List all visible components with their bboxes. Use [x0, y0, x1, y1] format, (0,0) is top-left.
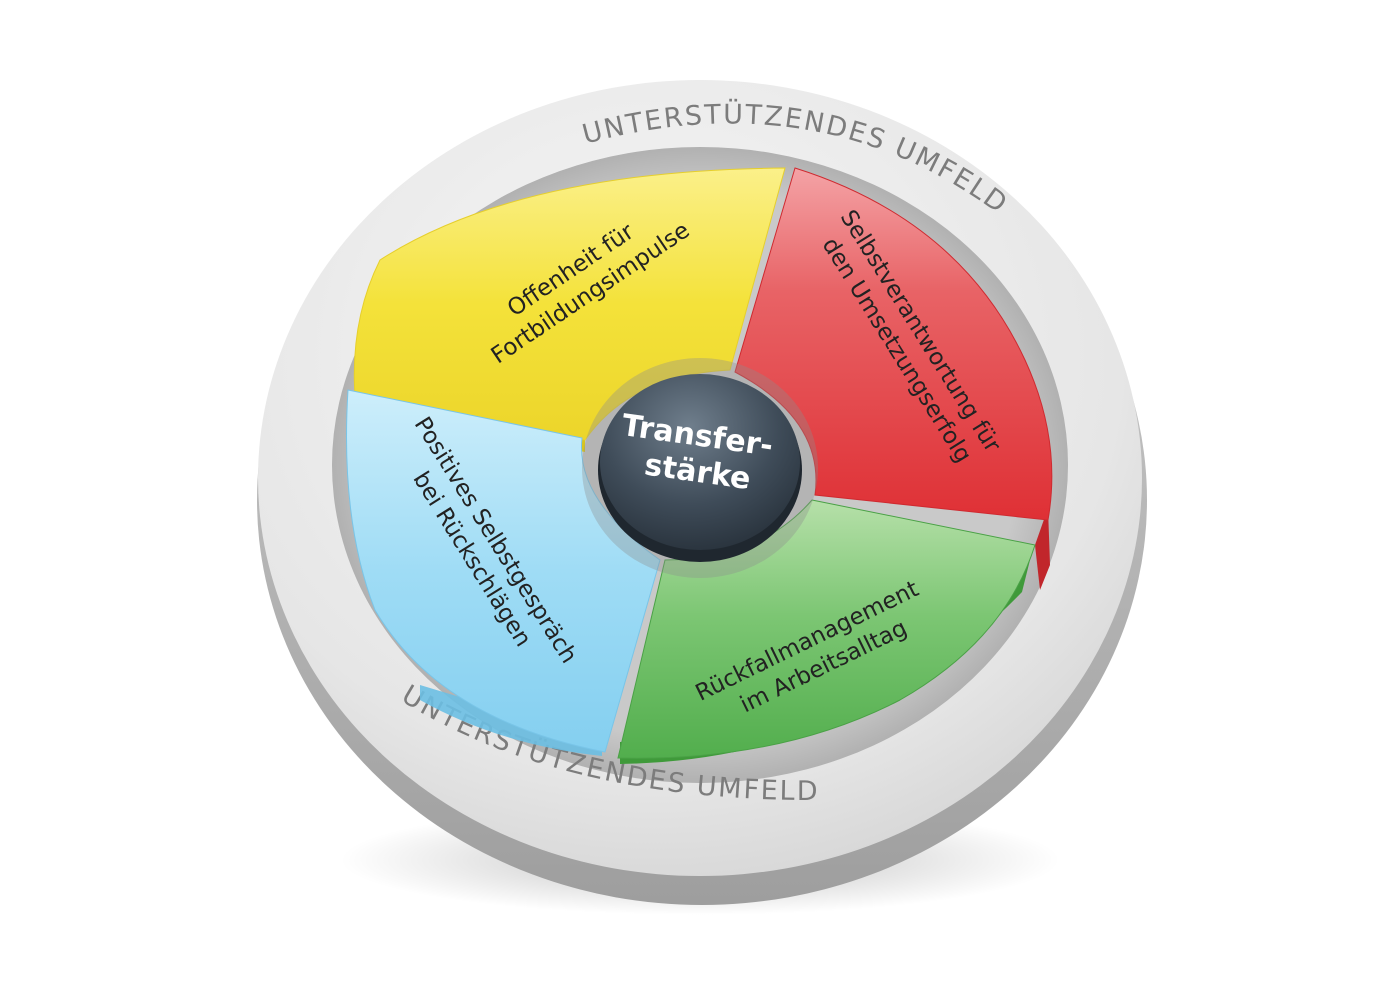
red-segment: [734, 167, 1053, 521]
center-hub: [600, 374, 800, 550]
red-segment-side: [1035, 508, 1050, 590]
blue-segment: [346, 389, 661, 753]
yellow-segment: [353, 167, 786, 441]
